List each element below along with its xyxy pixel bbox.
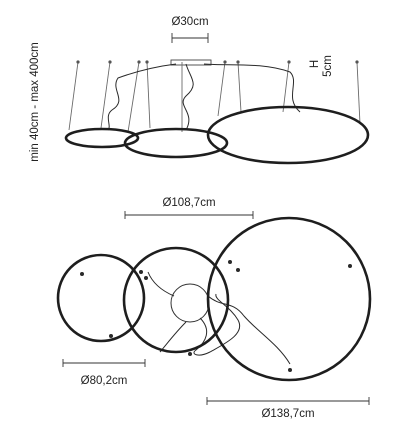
large-ring-diameter-label: Ø138,7cm [261, 408, 314, 420]
suspension-wires [68, 61, 361, 133]
wire-anchor-points [76, 60, 359, 64]
medium-ring-plan [122, 246, 230, 354]
power-cables-side [107, 63, 301, 131]
small-ring-diameter-dimension: Ø80,2cm [62, 359, 146, 387]
rings-side-view [64, 105, 370, 165]
small-ring-diameter-label: Ø80,2cm [81, 375, 128, 387]
medium-ring-side [123, 127, 229, 159]
small-ring-side [64, 127, 140, 149]
canopy-height-marker: H [309, 60, 321, 68]
ceiling-canopy [170, 59, 212, 66]
power-cables-plan [147, 271, 291, 365]
large-ring-diameter-dimension: Ø138,7cm [206, 397, 370, 420]
suspension-length-label: min 40cm - max 400cm [29, 42, 41, 162]
ring-attachment-points [80, 260, 352, 372]
canopy-diameter-dimension: Ø30cm [171, 16, 209, 43]
large-ring-plan [206, 216, 372, 382]
canopy-diameter-label: Ø30cm [171, 16, 208, 28]
canopy-height-label: 5cm [322, 55, 334, 77]
large-ring-side [206, 105, 370, 165]
medium-ring-diameter-label: Ø108,7cm [162, 197, 215, 209]
canopy-height-dimension: H 5cm [309, 55, 334, 77]
medium-ring-diameter-dimension: Ø108,7cm [124, 197, 254, 219]
rings-plan-view [56, 216, 372, 382]
small-ring-plan [56, 253, 146, 343]
ceiling-canopy-plan [170, 283, 210, 323]
